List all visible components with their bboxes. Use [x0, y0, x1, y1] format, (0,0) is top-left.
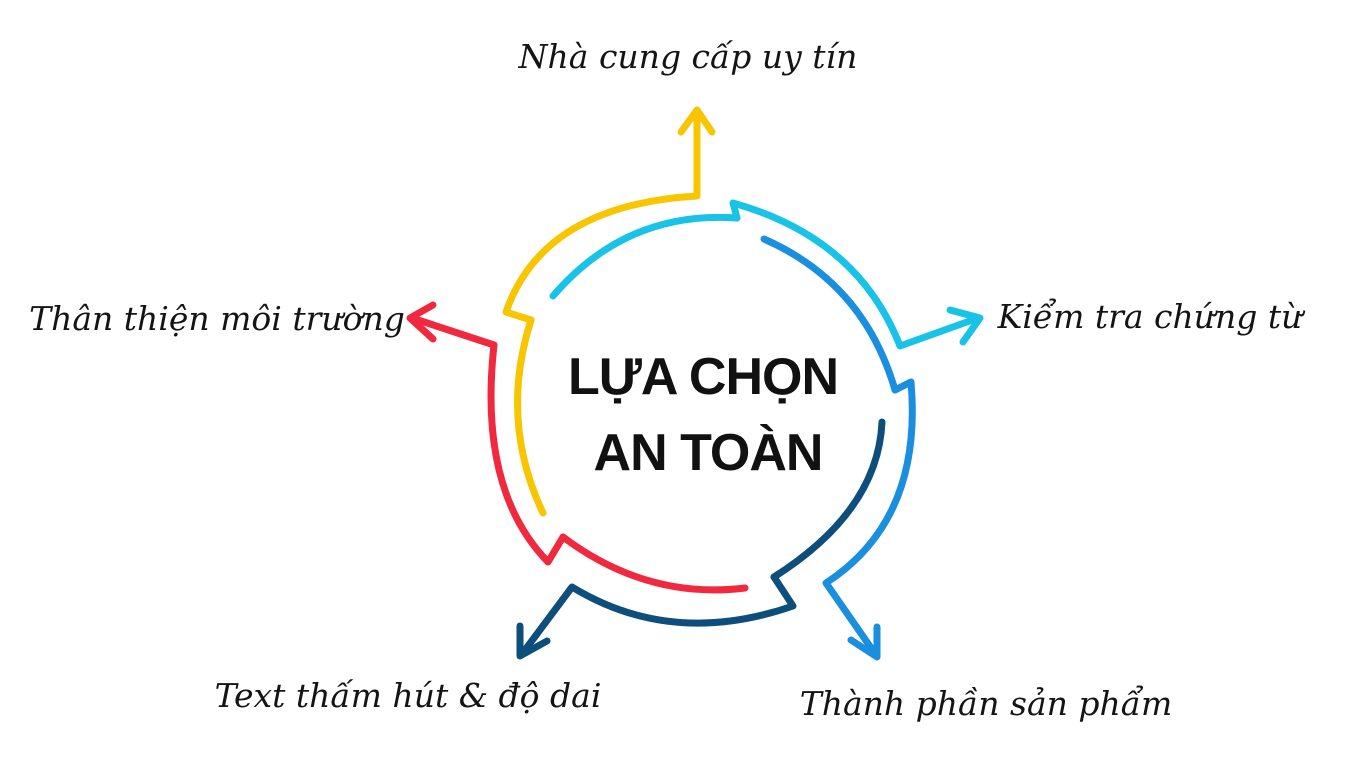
segment-absorbency — [516, 418, 886, 660]
inner-arc-cyan — [549, 213, 741, 300]
arrow-head-navy — [516, 622, 551, 660]
outer-arc-navy — [518, 573, 797, 658]
outer-arc-blue — [822, 378, 916, 659]
arrow-head-yellow — [677, 106, 716, 136]
center-title-line1: LỰA CHỌN — [568, 348, 838, 406]
inner-arc-blue — [760, 235, 899, 394]
label-environment: Thân thiện môi trường — [29, 299, 405, 338]
label-supplier: Nhà cung cấp uy tín — [518, 37, 858, 76]
segment-environment — [406, 301, 749, 594]
segment-supplier — [502, 106, 716, 517]
outer-arc-yellow — [502, 108, 701, 324]
label-documents: Kiểm tra chứng từ — [997, 297, 1306, 336]
outer-arc-cyan — [729, 199, 982, 350]
segment-ingredients — [760, 235, 916, 661]
arrow-head-blue — [847, 623, 881, 661]
outer-arc-red — [408, 314, 567, 566]
center-title-line2: AN TOÀN — [594, 424, 823, 482]
inner-arc-yellow — [514, 316, 547, 517]
label-ingredients: Thành phần sản phẩm — [800, 684, 1173, 723]
segment-documents — [549, 199, 984, 350]
inner-arc-red — [559, 533, 749, 594]
arrow-head-red — [406, 301, 437, 343]
inner-arc-navy — [770, 418, 886, 581]
label-absorbency: Text thấm hút & độ dai — [215, 676, 602, 715]
arrow-head-cyan — [946, 306, 984, 346]
